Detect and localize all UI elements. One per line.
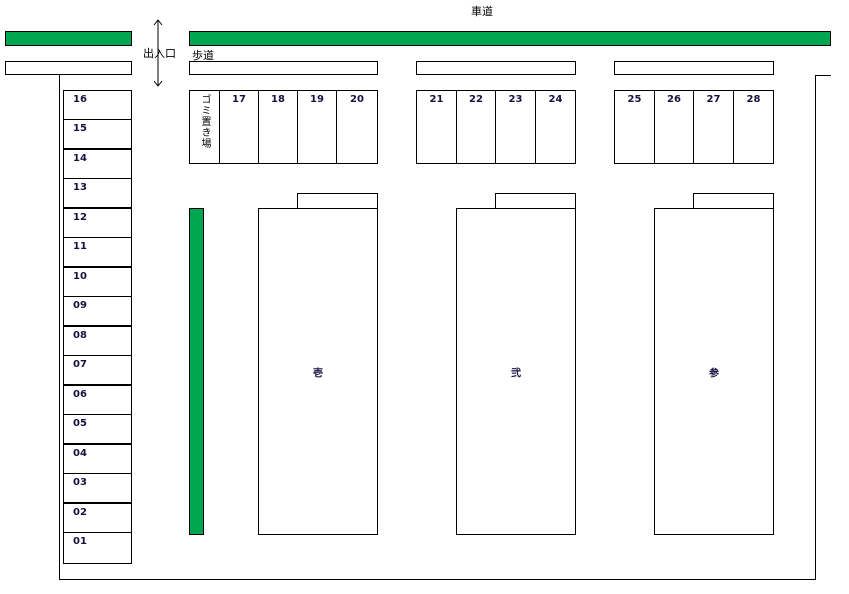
space-number: 26 xyxy=(667,94,681,105)
space-number: 23 xyxy=(508,94,523,105)
parking-space: 02 xyxy=(63,503,132,533)
garbage-label: ゴミ置き場 xyxy=(199,94,210,149)
parking-space: 17 xyxy=(219,90,259,164)
road-label: 車道 xyxy=(471,5,493,18)
garbage-area: ゴミ置き場 xyxy=(189,90,220,164)
building-entrance-3 xyxy=(693,193,774,209)
space-number: 03 xyxy=(73,477,87,488)
hedge-top-right xyxy=(189,31,831,46)
space-number: 13 xyxy=(73,182,87,193)
entrance-arrow-icon xyxy=(153,19,163,87)
parking-space: 24 xyxy=(535,90,576,164)
space-number: 09 xyxy=(73,300,87,311)
parking-space: 16 xyxy=(63,90,132,120)
parking-space: 11 xyxy=(63,237,132,267)
parking-space: 03 xyxy=(63,473,132,503)
parking-space: 12 xyxy=(63,208,132,238)
space-number: 06 xyxy=(73,389,87,400)
space-number: 19 xyxy=(310,94,324,105)
sidewalk-strip-2 xyxy=(189,61,378,75)
hedge-top-left xyxy=(5,31,132,46)
boundary-right xyxy=(815,75,816,580)
space-number: 16 xyxy=(73,94,87,105)
parking-space: 14 xyxy=(63,149,132,179)
space-number: 17 xyxy=(232,94,246,105)
space-number: 14 xyxy=(73,153,87,164)
building-label: 壱 xyxy=(313,368,323,379)
boundary-left xyxy=(59,75,60,580)
building-entrance-2 xyxy=(495,193,576,209)
building-entrance-1 xyxy=(297,193,378,209)
parking-space: 15 xyxy=(63,119,132,149)
sidewalk-strip-1 xyxy=(5,61,132,75)
parking-space: 18 xyxy=(258,90,298,164)
space-number: 05 xyxy=(73,418,87,429)
parking-space: 22 xyxy=(456,90,496,164)
boundary-right-top xyxy=(815,75,831,76)
parking-space: 06 xyxy=(63,385,132,415)
space-number: 08 xyxy=(73,330,87,341)
parking-space: 09 xyxy=(63,296,132,326)
parking-space: 13 xyxy=(63,178,132,208)
space-number: 22 xyxy=(469,94,483,105)
space-number: 11 xyxy=(73,241,87,252)
sidewalk-label: 歩道 xyxy=(192,49,214,62)
parking-space: 04 xyxy=(63,444,132,474)
parking-space: 20 xyxy=(336,90,378,164)
building-1: 壱 xyxy=(258,208,378,535)
space-number: 24 xyxy=(548,94,563,105)
space-number: 18 xyxy=(271,94,285,105)
parking-space: 27 xyxy=(693,90,734,164)
parking-space: 26 xyxy=(654,90,694,164)
left-parking-column: 16 15 14 13 12 11 10 09 08 07 06 05 04 0… xyxy=(63,90,132,564)
space-number: 07 xyxy=(73,359,87,370)
building-label: 参 xyxy=(709,368,719,379)
space-number: 20 xyxy=(350,94,364,105)
building-label: 弐 xyxy=(511,368,521,379)
parking-space: 28 xyxy=(733,90,774,164)
space-number: 04 xyxy=(73,448,87,459)
space-number: 28 xyxy=(746,94,761,105)
sidewalk-strip-4 xyxy=(614,61,774,75)
space-number: 15 xyxy=(73,123,87,134)
parking-space: 10 xyxy=(63,267,132,297)
building-2: 弐 xyxy=(456,208,576,535)
parking-space: 01 xyxy=(63,532,132,564)
parking-space: 23 xyxy=(495,90,536,164)
boundary-bottom xyxy=(59,579,816,580)
parking-space: 25 xyxy=(614,90,655,164)
sidewalk-strip-3 xyxy=(416,61,576,75)
parking-space: 07 xyxy=(63,355,132,385)
space-number: 01 xyxy=(73,536,87,547)
space-number: 21 xyxy=(429,94,444,105)
parking-space: 21 xyxy=(416,90,457,164)
space-number: 02 xyxy=(73,507,87,518)
hedge-vertical xyxy=(189,208,204,535)
space-number: 12 xyxy=(73,212,87,223)
building-3: 参 xyxy=(654,208,774,535)
space-number: 27 xyxy=(706,94,721,105)
entrance-label: 出入口 xyxy=(143,47,176,60)
space-number: 10 xyxy=(73,271,87,282)
parking-space: 05 xyxy=(63,414,132,444)
space-number: 25 xyxy=(627,94,642,105)
parking-space: 08 xyxy=(63,326,132,356)
parking-space: 19 xyxy=(297,90,337,164)
